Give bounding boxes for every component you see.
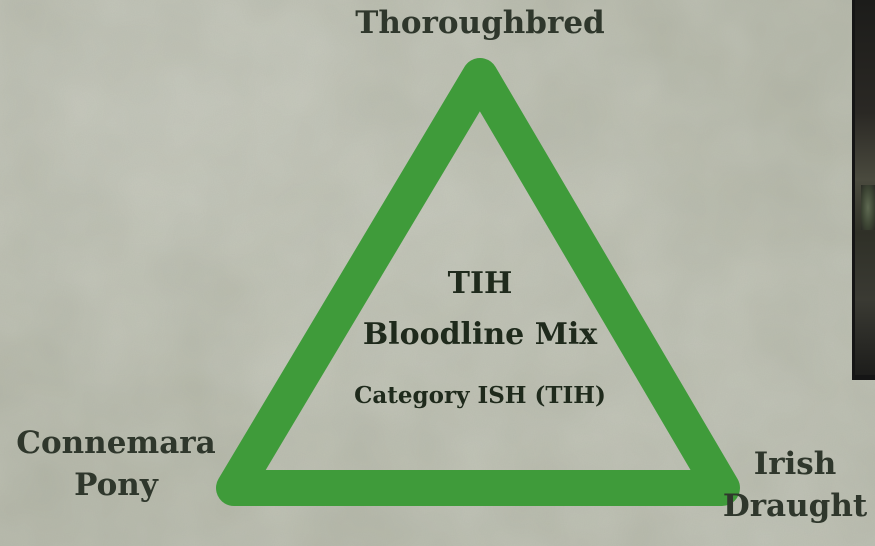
- vertex-label-irish-draught: Irish Draught: [710, 443, 875, 527]
- photo-detail: [861, 185, 875, 230]
- vertex-label-thoroughbred: Thoroughbred: [355, 5, 605, 41]
- vertex-label-connemara-line2: Pony: [74, 467, 158, 503]
- photo-thumbnail: [852, 0, 875, 380]
- vertex-label-irish-line1: Irish: [753, 446, 837, 482]
- center-category: Category ISH (TIH): [354, 382, 606, 409]
- center-subtitle: Bloodline Mix: [362, 317, 598, 352]
- center-title: TIH: [447, 266, 513, 301]
- horse-photo-icon: [855, 0, 875, 375]
- vertex-label-connemara-line1: Connemara: [16, 425, 216, 461]
- vertex-label-irish-line2: Draught: [722, 488, 868, 524]
- triangle-outline: [216, 58, 740, 506]
- vertex-label-connemara-pony: Connemara Pony: [0, 422, 232, 506]
